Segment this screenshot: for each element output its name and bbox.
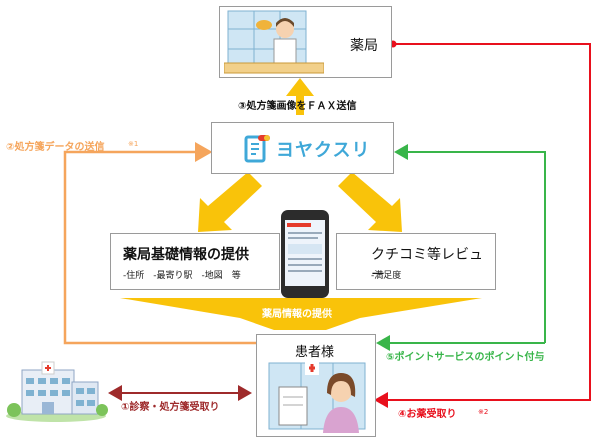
pharmacy-info-title: 薬局基礎情報の提供 [123, 247, 249, 263]
medicine-pickup-label: ④お薬受取り [398, 409, 457, 420]
points-line-up [394, 144, 546, 343]
patient-illustration [268, 361, 366, 433]
fax-label: ③処方箋画像をＦＡＸ送信 [238, 101, 357, 112]
consultation-label: ①診察・処方箋受取り [121, 402, 220, 413]
left-down-arrow [198, 172, 262, 232]
points-label: ⑤ポイントサービスのポイント付与 [386, 352, 545, 363]
app-logo-icon [244, 135, 270, 163]
info-banner-shape [120, 298, 482, 330]
review-title: クチコミ等レビュー [371, 247, 483, 283]
pharmacy-box: 薬局 [219, 6, 392, 78]
info-banner-label: 薬局情報の提供 [262, 309, 332, 320]
review-box: クチコミ等レビュー -満足度 [336, 233, 496, 290]
review-sub: -満足度 [371, 271, 402, 281]
prescription-data-note: ※1 [128, 140, 139, 148]
pharmacy-info-box: 薬局基礎情報の提供 -住所 -最寄り駅 -地図 等 [110, 233, 280, 290]
patient-label: 患者様 [295, 345, 335, 360]
hospital-icon [6, 361, 108, 422]
smartphone-icon [281, 210, 329, 298]
medicine-pickup-note: ※2 [478, 408, 489, 416]
smartphone-screen [285, 220, 325, 286]
fax-up-arrow [286, 78, 314, 115]
prescription-data-line [63, 142, 256, 345]
prescription-data-label: ②処方箋データの送信 [6, 142, 105, 153]
app-logo-text: ヨヤクスリ [276, 140, 371, 161]
yoyakusuri-box: ヨヤクスリ [211, 122, 394, 174]
pharmacist-icon [224, 10, 324, 74]
medicine-pickup-line [374, 43, 591, 408]
right-down-arrow [338, 172, 402, 232]
pharmacy-label: 薬局 [350, 38, 378, 54]
pharmacy-info-sub: -住所 -最寄り駅 -地図 等 [123, 271, 241, 281]
patient-box: 患者様 [256, 334, 376, 437]
